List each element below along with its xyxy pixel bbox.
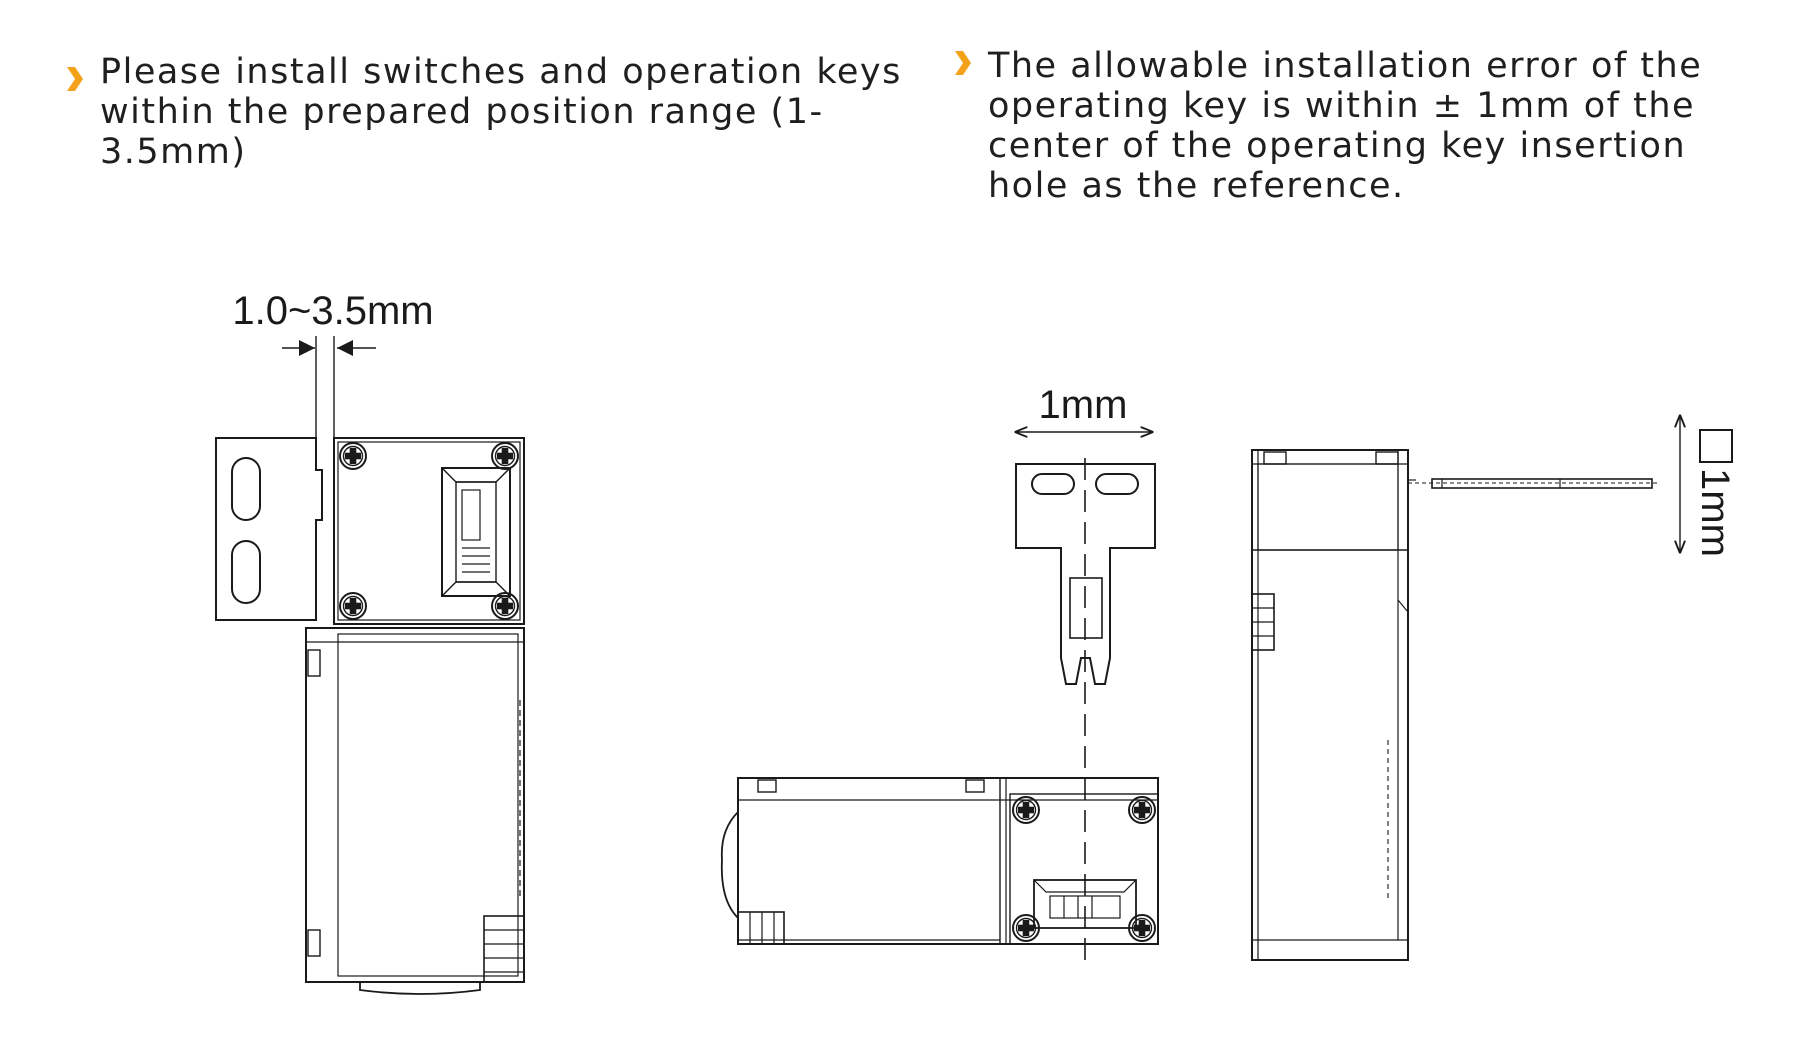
operating-key-alignment-view: 1mm [720, 383, 1159, 960]
chevron-right-bullet-icon [955, 51, 971, 75]
gap-dimension-label: 1.0~3.5mm [232, 289, 433, 333]
switch-front-view: 1.0~3.5mm [215, 289, 525, 995]
chevron-right-bullet-icon [67, 67, 83, 91]
installation-note-allowable-error: The allowable installation error of the … [952, 46, 1772, 206]
vertical-tolerance-label: 1mm [1693, 468, 1737, 557]
note-text: Please install switches and operation ke… [100, 52, 902, 172]
note-text: The allowable installation error of the … [988, 46, 1703, 206]
horizontal-tolerance-label: 1mm [1039, 383, 1128, 427]
installation-note-position-range: Please install switches and operation ke… [64, 52, 904, 172]
switch-side-view: 1mm [1251, 416, 1737, 961]
